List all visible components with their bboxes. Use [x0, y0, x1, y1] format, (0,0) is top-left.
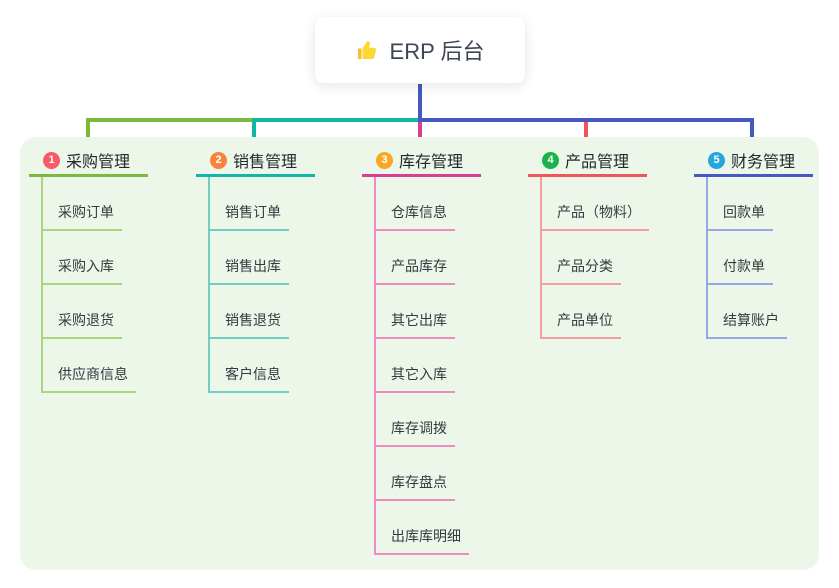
child-topic[interactable]: 库存盘点 — [376, 447, 455, 501]
child-topic[interactable]: 采购订单 — [43, 177, 122, 231]
branch-drop-line-4 — [584, 120, 588, 146]
child-topic[interactable]: 供应商信息 — [43, 339, 136, 393]
children-group-1: 采购订单采购入库采购退货供应商信息 — [41, 177, 136, 393]
branch-drop-line-2 — [252, 118, 256, 146]
branch-topic-4[interactable]: 4 产品管理 — [528, 146, 647, 177]
branch-drop-line-1 — [86, 118, 90, 146]
child-topic[interactable]: 付款单 — [708, 231, 773, 285]
child-topic[interactable]: 产品单位 — [542, 285, 621, 339]
mindmap-panel — [20, 137, 819, 570]
branch-topic-5[interactable]: 5 财务管理 — [694, 146, 813, 177]
root-topic[interactable]: ERP 后台 — [315, 17, 525, 83]
child-topic[interactable]: 销售出库 — [210, 231, 289, 285]
child-topic[interactable]: 销售退货 — [210, 285, 289, 339]
child-topic[interactable]: 仓库信息 — [376, 177, 455, 231]
child-topic[interactable]: 产品分类 — [542, 231, 621, 285]
children-group-5: 回款单付款单结算账户 — [706, 177, 787, 339]
child-topic[interactable]: 结算账户 — [708, 285, 787, 339]
bus-segment-right — [418, 118, 754, 122]
child-topic[interactable]: 销售订单 — [210, 177, 289, 231]
root-topic-label: ERP 后台 — [389, 39, 485, 64]
child-topic[interactable]: 库存调拨 — [376, 393, 455, 447]
branch-1: 1 采购管理采购订单采购入库采购退货供应商信息 — [29, 146, 148, 393]
branch-number-badge: 5 — [708, 151, 725, 169]
branch-topic-label: 库存管理 — [399, 154, 464, 171]
branch-drop-line-5 — [750, 118, 754, 146]
branch-topic-label: 采购管理 — [66, 154, 131, 171]
branch-topic-2[interactable]: 2 销售管理 — [196, 146, 315, 177]
children-group-2: 销售订单销售出库销售退货客户信息 — [208, 177, 289, 393]
bus-segment-mid — [252, 118, 422, 122]
child-topic[interactable]: 出库库明细 — [376, 501, 469, 555]
branch-number-badge: 1 — [43, 151, 60, 169]
bus-segment-left — [86, 118, 256, 122]
child-topic[interactable]: 客户信息 — [210, 339, 289, 393]
child-topic[interactable]: 产品（物料） — [542, 177, 649, 231]
child-topic[interactable]: 产品库存 — [376, 231, 455, 285]
child-topic[interactable]: 其它出库 — [376, 285, 455, 339]
branch-number-badge: 4 — [542, 151, 559, 169]
branch-number-badge: 2 — [210, 151, 227, 169]
branch-topic-label: 财务管理 — [731, 154, 796, 171]
child-topic[interactable]: 其它入库 — [376, 339, 455, 393]
thumbs-up-icon — [357, 41, 376, 59]
branch-drop-line-3 — [418, 120, 422, 146]
child-topic[interactable]: 采购退货 — [43, 285, 122, 339]
branch-5: 5 财务管理回款单付款单结算账户 — [694, 146, 813, 339]
branch-topic-label: 销售管理 — [233, 154, 298, 171]
branch-topic-label: 产品管理 — [565, 154, 630, 171]
root-connector-line — [418, 84, 422, 122]
branch-2: 2 销售管理销售订单销售出库销售退货客户信息 — [196, 146, 315, 393]
branch-4: 4 产品管理产品（物料）产品分类产品单位 — [528, 146, 649, 339]
child-topic[interactable]: 采购入库 — [43, 231, 122, 285]
children-group-3: 仓库信息产品库存其它出库其它入库库存调拨库存盘点出库库明细 — [374, 177, 469, 555]
branch-topic-1[interactable]: 1 采购管理 — [29, 146, 148, 177]
branch-number-badge: 3 — [376, 151, 393, 169]
branch-topic-3[interactable]: 3 库存管理 — [362, 146, 481, 177]
branch-3: 3 库存管理仓库信息产品库存其它出库其它入库库存调拨库存盘点出库库明细 — [362, 146, 481, 555]
children-group-4: 产品（物料）产品分类产品单位 — [540, 177, 649, 339]
child-topic[interactable]: 回款单 — [708, 177, 773, 231]
